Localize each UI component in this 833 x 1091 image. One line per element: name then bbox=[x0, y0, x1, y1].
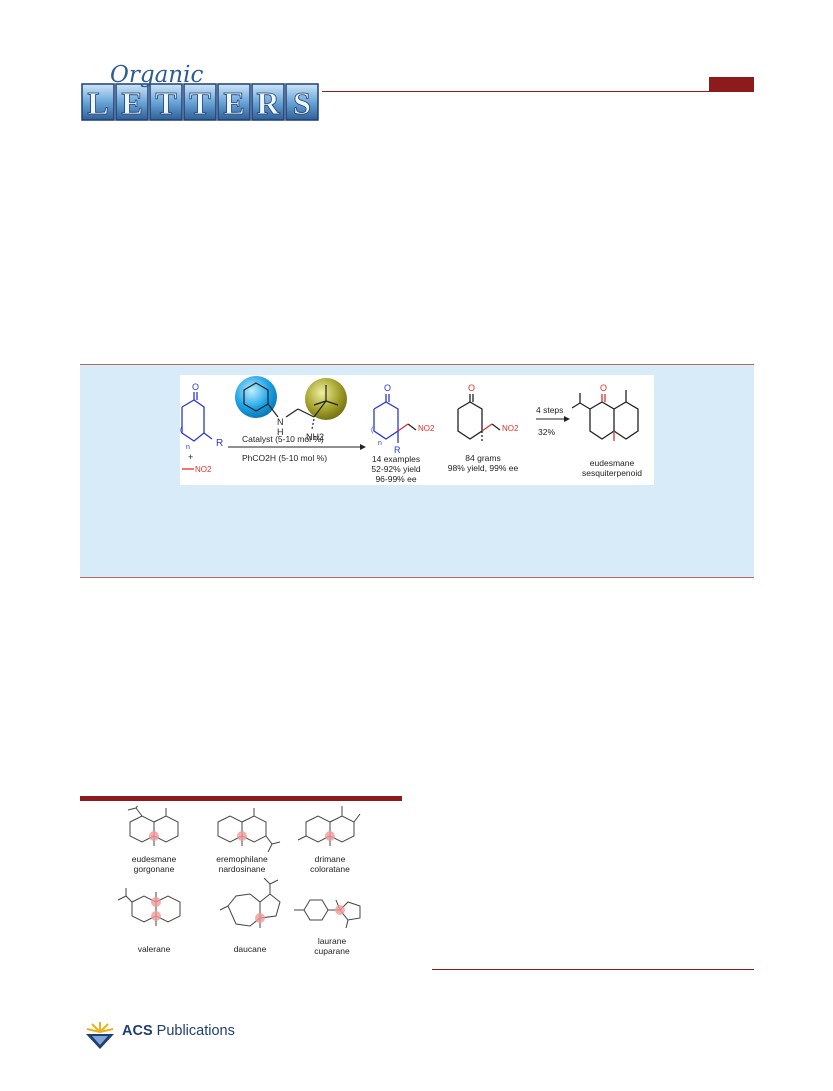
skeleton-daucane bbox=[219, 877, 281, 928]
skeleton-laurane bbox=[294, 899, 361, 929]
quaternary-center-marker bbox=[151, 911, 161, 921]
enone-r-label: R bbox=[216, 438, 223, 449]
eudesmane-structure bbox=[571, 390, 639, 441]
skeleton-valerane bbox=[117, 888, 181, 926]
svg-text:(: ( bbox=[371, 427, 374, 434]
logo-script-word: Organic bbox=[110, 62, 203, 88]
quaternary-center-marker bbox=[237, 831, 247, 841]
final-name-1: eudesmane bbox=[590, 458, 635, 468]
product-nitro-label: NO2 bbox=[418, 424, 435, 433]
product-structure bbox=[373, 394, 417, 443]
product-ee: 96-99% ee bbox=[375, 474, 416, 484]
skeleton-label: valerane bbox=[138, 944, 171, 954]
product-examples: 14 examples bbox=[372, 454, 420, 464]
catalyst-nh2-label: NH2 bbox=[306, 432, 324, 442]
quaternary-center-marker bbox=[325, 831, 335, 841]
gram-yield: 98% yield, 99% ee bbox=[448, 463, 519, 473]
catalyst-n-label: N bbox=[277, 417, 284, 427]
quaternary-center-marker bbox=[151, 897, 161, 907]
logo-letter: L bbox=[87, 85, 108, 121]
quaternary-center-marker bbox=[335, 905, 345, 915]
plus-sign: + bbox=[188, 452, 193, 462]
product-r-label: R bbox=[394, 445, 401, 455]
logo-letter: T bbox=[155, 85, 176, 121]
acid-loading: PhCO2H (5-10 mol %) bbox=[242, 453, 327, 463]
header-rule bbox=[322, 91, 754, 92]
gram-nitro-label: NO2 bbox=[502, 424, 519, 433]
steps-yield: 32% bbox=[538, 427, 555, 437]
gram-amount: 84 grams bbox=[465, 453, 500, 463]
final-name-2: sesquiterpenoid bbox=[582, 468, 642, 478]
skeleton-label: coloratane bbox=[310, 864, 350, 874]
journal-logo: L E T T E R S Organic bbox=[81, 62, 319, 121]
steps-label: 4 steps bbox=[536, 405, 563, 415]
skeleton-label: drimane bbox=[315, 854, 346, 864]
footnote-rule bbox=[432, 969, 754, 970]
acs-brand-strong: ACS bbox=[122, 1023, 153, 1039]
logo-letter: E bbox=[223, 85, 244, 121]
catalyst-h-label: H bbox=[277, 427, 284, 437]
quaternary-center-marker bbox=[255, 913, 265, 923]
catalyst-loading: Catalyst (5-10 mol %) bbox=[242, 434, 324, 444]
sesquiterpene-skeletons-figure: eudesmane gorgonane eremophilane nardosi… bbox=[117, 806, 361, 956]
skeleton-eremophilane bbox=[217, 808, 281, 853]
logo-letter: T bbox=[189, 85, 210, 121]
skeleton-label: eudesmane bbox=[132, 854, 177, 864]
skeleton-label: cuparane bbox=[314, 946, 350, 956]
nitromethane-label: NO2 bbox=[195, 465, 212, 474]
reaction-scheme: O ( n R + NO2 N H NH2 Catalyst (5-10 mol… bbox=[180, 375, 654, 485]
header-accent-block bbox=[709, 77, 754, 91]
catalyst-structure bbox=[235, 376, 347, 430]
enone-structure bbox=[181, 392, 213, 442]
logo-tiles bbox=[81, 83, 319, 121]
figure-rule bbox=[80, 796, 402, 801]
enone-n-label: n bbox=[186, 444, 190, 451]
quaternary-center-marker bbox=[149, 831, 159, 841]
svg-text:O: O bbox=[468, 383, 475, 393]
svg-text:O: O bbox=[600, 383, 607, 393]
gram-scale-structure bbox=[457, 394, 501, 441]
skeleton-label: laurane bbox=[318, 936, 347, 946]
acs-logo-icon bbox=[86, 1022, 114, 1049]
acs-publications-brand: ACS Publications bbox=[122, 1023, 235, 1039]
product-n-label: n bbox=[378, 440, 382, 447]
skeleton-label: gorgonane bbox=[134, 864, 175, 874]
logo-letter: E bbox=[121, 85, 142, 121]
logo-letter: R bbox=[256, 85, 280, 121]
skeleton-label: eremophilane bbox=[216, 854, 268, 864]
logo-letter: S bbox=[293, 85, 311, 121]
svg-text:O: O bbox=[384, 383, 391, 393]
acs-brand-rest: Publications bbox=[152, 1023, 235, 1039]
skeleton-label: nardosinane bbox=[219, 864, 266, 874]
product-yield: 52-92% yield bbox=[371, 464, 420, 474]
skeleton-label: daucane bbox=[234, 944, 267, 954]
svg-text:(: ( bbox=[180, 427, 183, 434]
svg-text:O: O bbox=[192, 382, 199, 392]
